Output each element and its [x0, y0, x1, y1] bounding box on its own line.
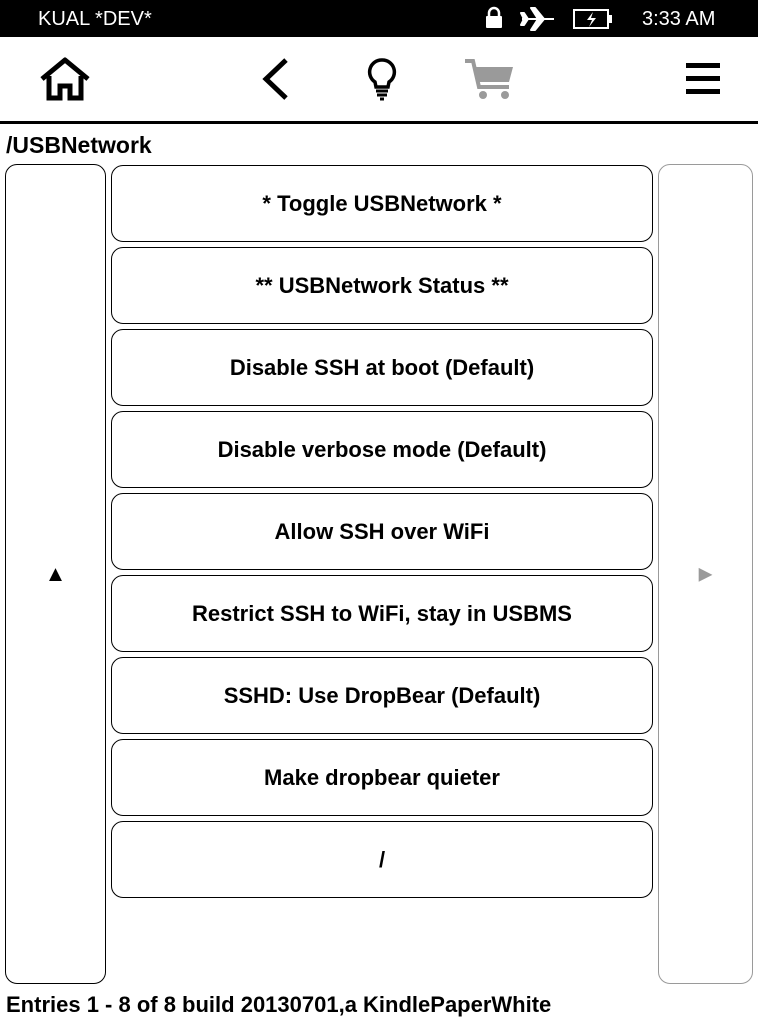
- up-arrow-icon: ▲: [44, 561, 67, 586]
- menu-item-label: /: [378, 846, 386, 872]
- toolbar: [0, 37, 758, 124]
- menu-item-label: ** USBNetwork Status **: [255, 272, 509, 298]
- airplane-mode-icon: [520, 6, 556, 37]
- menu-icon: [686, 63, 720, 94]
- menu-item[interactable]: Make dropbear quieter: [111, 739, 653, 816]
- menu-item-label: Disable SSH at boot (Default): [229, 354, 535, 380]
- menu-button[interactable]: [678, 37, 728, 121]
- back-button[interactable]: [250, 37, 300, 121]
- menu-item[interactable]: Disable SSH at boot (Default): [111, 329, 653, 406]
- next-page-button[interactable]: ▶: [658, 164, 753, 984]
- menu-item-label: Restrict SSH to WiFi, stay in USBMS: [192, 600, 572, 626]
- status-title: KUAL *DEV*: [38, 8, 152, 30]
- status-bar: KUAL *DEV* 3:33 AM: [0, 0, 758, 37]
- home-icon: [40, 57, 90, 101]
- menu-item-label: * Toggle USBNetwork *: [262, 190, 502, 216]
- menu-item-label: Disable verbose mode (Default): [217, 436, 547, 462]
- menu-item-label: Allow SSH over WiFi: [274, 518, 490, 544]
- light-bulb-icon: [367, 58, 397, 101]
- menu-item[interactable]: ** USBNetwork Status **: [111, 247, 653, 324]
- menu-item[interactable]: SSHD: Use DropBear (Default): [111, 657, 653, 734]
- footer-status: Entries 1 - 8 of 8 build 20130701,a Kind…: [6, 992, 552, 1017]
- status-time: 3:33 AM: [642, 8, 716, 30]
- home-button[interactable]: [34, 37, 96, 121]
- up-button[interactable]: ▲: [5, 164, 106, 984]
- menu-item-label: Make dropbear quieter: [264, 764, 500, 790]
- store-button[interactable]: [460, 37, 518, 121]
- current-path: /USBNetwork: [6, 132, 152, 158]
- menu-item[interactable]: Restrict SSH to WiFi, stay in USBMS: [111, 575, 653, 652]
- menu-item[interactable]: * Toggle USBNetwork *: [111, 165, 653, 242]
- menu-item[interactable]: /: [111, 821, 653, 898]
- lock-icon: [485, 6, 503, 35]
- menu-item[interactable]: Disable verbose mode (Default): [111, 411, 653, 488]
- light-button[interactable]: [357, 37, 407, 121]
- next-arrow-icon: ▶: [698, 563, 713, 584]
- battery-charging-icon: [573, 8, 613, 35]
- menu-item[interactable]: Allow SSH over WiFi: [111, 493, 653, 570]
- back-icon: [262, 58, 288, 100]
- menu-item-label: SSHD: Use DropBear (Default): [223, 682, 541, 708]
- shopping-cart-icon: [465, 59, 513, 99]
